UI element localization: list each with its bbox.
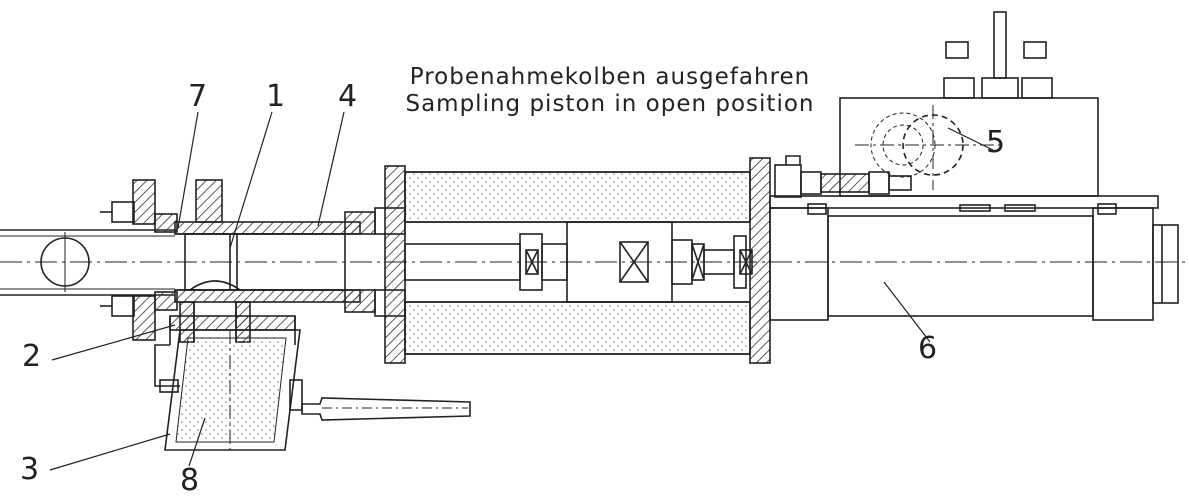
callout-6: 6 <box>918 331 938 366</box>
callout-8: 8 <box>180 463 200 498</box>
pneumatic-cylinder <box>769 203 1179 321</box>
callout-3: 3 <box>20 452 40 487</box>
valve-block <box>769 11 1159 212</box>
guide-housing <box>384 157 771 364</box>
callout-5: 5 <box>986 125 1006 160</box>
inlet-pipe <box>0 229 175 296</box>
callout-7: 7 <box>188 79 208 114</box>
leader-lines <box>49 111 994 471</box>
callout-4: 4 <box>338 79 358 114</box>
callout-1: 1 <box>266 79 286 114</box>
callout-2: 2 <box>22 339 42 374</box>
sample-container <box>154 315 303 451</box>
flange <box>100 179 178 341</box>
top-port <box>195 179 223 223</box>
container-handle <box>301 397 471 421</box>
caption-german: Probenahmekolben ausgefahren <box>409 64 811 90</box>
piston-rod <box>404 221 753 303</box>
hose-fitting <box>774 155 912 198</box>
sampling-piston <box>184 233 346 291</box>
caption-english: Sampling piston in open position <box>405 91 815 117</box>
